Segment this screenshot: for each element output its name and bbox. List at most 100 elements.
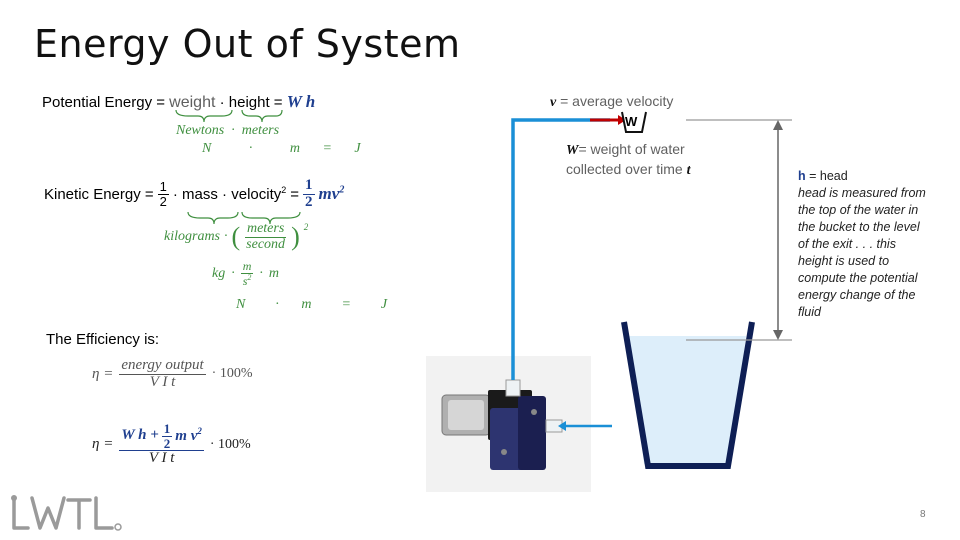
open-paren: ( (231, 222, 241, 252)
head-arrow-top (773, 120, 783, 130)
units-dot: · (231, 123, 235, 138)
head-note-line: fluid (798, 305, 821, 319)
bucket-water (628, 336, 746, 464)
units-velocity-frac: meters second (244, 221, 287, 252)
units-dot: · (231, 265, 235, 281)
units-eq: = (322, 141, 332, 156)
units-dot: · (224, 229, 228, 245)
units-m: m (301, 297, 312, 312)
units-second: second (246, 236, 286, 252)
head-note-line: energy change of the (798, 288, 916, 302)
units-kilograms: kilograms (164, 229, 220, 245)
eff-half: 1 2 (161, 421, 173, 450)
weight-term: weight (169, 94, 216, 111)
eta: η = (92, 365, 114, 382)
eff-num-2: W h + 1 2 m v2 (119, 421, 204, 452)
units-sq: 2 (303, 222, 309, 232)
eff-wh: W h + (121, 427, 159, 444)
mass-velocity-term: · mass · velocity2 (173, 185, 286, 203)
units-eq: = (341, 297, 351, 312)
head-note-line: the top of the water in (798, 203, 919, 217)
head-note-line: height is used to (798, 254, 890, 268)
v-text: = average velocity (560, 93, 674, 109)
units-dot: · (275, 297, 279, 312)
units-s: s (242, 273, 248, 288)
eff-mv: m v2 (175, 427, 202, 445)
potential-result: W h (286, 92, 316, 111)
bucket (621, 321, 755, 469)
potential-label: Potential Energy = (42, 94, 165, 111)
lwtl-logo (11, 495, 122, 531)
head-label: = head (809, 169, 848, 183)
potential-energy-equation: Potential Energy = weight · height = W h (42, 92, 315, 112)
result-half: 1 2 (303, 177, 315, 211)
mass-velocity-text: · mass · velocity (172, 186, 282, 204)
eff-mv-exp: 2 (197, 426, 202, 437)
potential-underbraces (175, 109, 283, 123)
head-note-line: of the exit . . . this (798, 237, 896, 251)
res-den: 2 (305, 193, 313, 210)
velocity-exp: 2 (281, 185, 287, 196)
kinetic-energy-equation: Kinetic Energy = 1 2 · mass · velocity2 … (44, 177, 345, 211)
kinetic-units-row2: kg · m s2 · m (212, 260, 279, 287)
eff-den-2: V I t (148, 450, 175, 467)
head-note-line: head is measured from (798, 186, 926, 200)
potential-units-row2: N · m = J (202, 141, 361, 157)
height-term: height = (228, 94, 283, 111)
units-kg: kg (212, 265, 226, 281)
W-var: W (566, 143, 579, 158)
units-s2: s2 (241, 272, 254, 288)
pipe (511, 118, 610, 380)
weight-label: W= weight of water collected over time t (566, 140, 691, 180)
kinetic-result: mv2 (319, 184, 345, 204)
page-number: 8 (920, 509, 926, 520)
head-note-line: the bucket to the level (798, 220, 920, 234)
equals: = (290, 185, 300, 203)
head-note: h = head head is measured from the top o… (798, 168, 943, 321)
units-m: m (289, 141, 300, 156)
efficiency-formula-1: η = energy output V I t · 100% (92, 357, 253, 391)
units-J: J (380, 297, 388, 312)
units-N: N (202, 141, 212, 156)
W-text: = weight of water (578, 141, 685, 157)
kinetic-label: Kinetic Energy = (44, 185, 154, 203)
slide-title: Energy Out of System (34, 22, 461, 66)
units-m: m (268, 265, 280, 281)
units-N: N (236, 297, 246, 312)
eff-frac-2: W h + 1 2 m v2 V I t (119, 422, 204, 467)
pump-system-diagram (426, 111, 792, 492)
close-paren: ) (291, 222, 300, 252)
efficiency-formula-2: η = W h + 1 2 m v2 V I t · 100% (92, 422, 251, 467)
eff-mv-text: m v (175, 428, 198, 445)
units-s-exp: 2 (247, 272, 252, 282)
eff-den-1: V I t (149, 373, 176, 390)
res-exp: 2 (339, 184, 345, 196)
frac-num: 1 (157, 179, 169, 195)
dot-op: · (219, 94, 225, 111)
res-var: mv (318, 184, 340, 204)
eff-num-1: energy output (119, 357, 206, 375)
units-dot: · (248, 141, 253, 156)
units-accel-frac: m s2 (240, 260, 254, 288)
kinetic-underbraces (187, 211, 301, 225)
kinetic-units-row3: N · m = J (236, 297, 387, 313)
velocity-arrowhead (618, 115, 626, 125)
units-J: J (354, 141, 361, 156)
velocity-label: v = average velocity (550, 93, 673, 111)
eta: η = (92, 436, 114, 453)
kinetic-units-row1: kilograms · ( meters second ) 2 (164, 221, 309, 252)
potential-units-row1: Newtons · meters (176, 123, 279, 139)
units-dot: · (259, 265, 263, 281)
v-var: v (550, 95, 557, 110)
eff-half-num: 1 (161, 421, 173, 437)
half-fraction: 1 2 (157, 179, 169, 208)
res-num: 1 (303, 177, 315, 195)
eff-frac-1: energy output V I t (119, 357, 206, 391)
efficiency-label: The Efficiency is: (46, 331, 160, 348)
W-t: t (686, 163, 691, 178)
W-text2: collected over time (566, 161, 683, 177)
units-meters: meters (241, 123, 280, 138)
head-arrow-bottom (773, 330, 783, 340)
head-h: h (798, 169, 806, 183)
head-title: h = head (798, 168, 943, 185)
